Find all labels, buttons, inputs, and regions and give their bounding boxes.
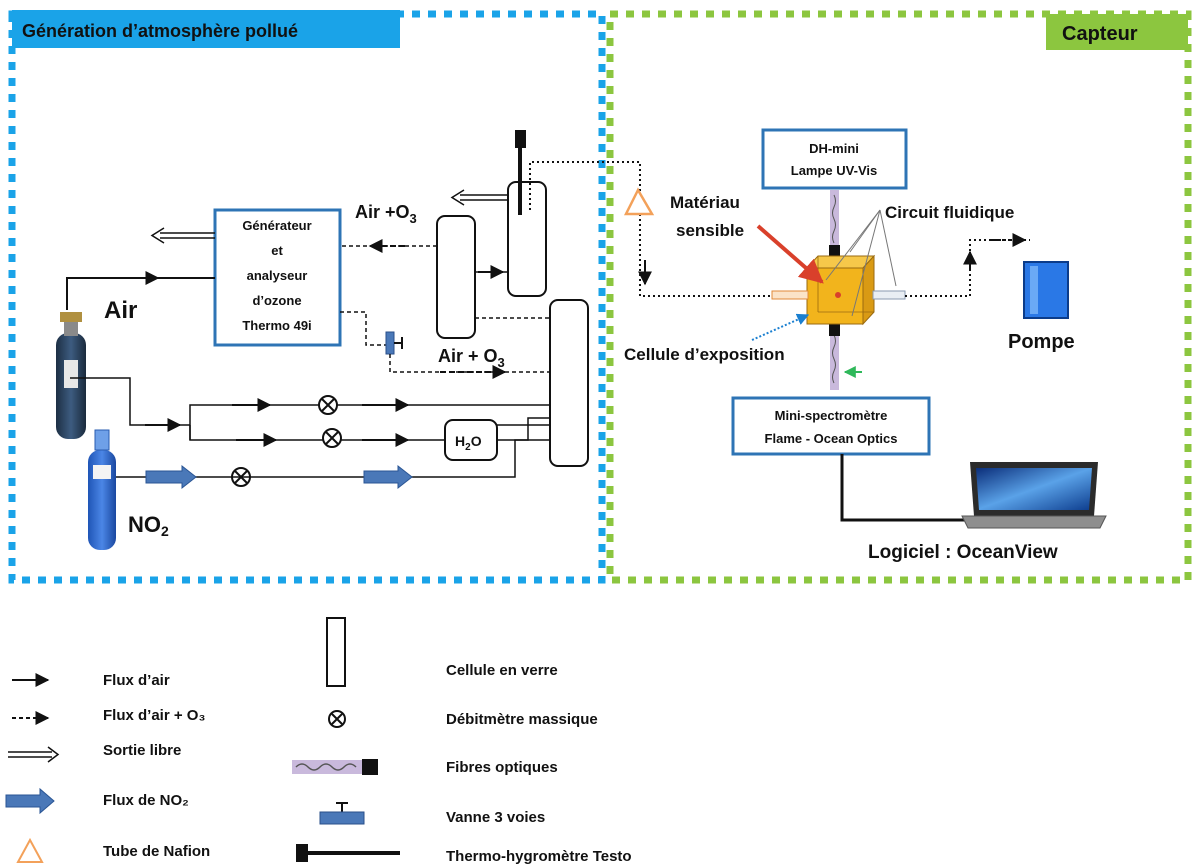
thermo-hygrometer-probe-head: [515, 130, 526, 148]
material-line-2: sensible: [676, 221, 744, 240]
legend-free-exit: Sortie libre: [103, 742, 181, 759]
air-cylinder-icon: [56, 312, 86, 439]
no2-cylinder-icon: [88, 429, 116, 550]
air-o3-mid-label: Air + O3: [438, 346, 505, 370]
lamp-box: [761, 128, 908, 190]
legend-no2-flow: Flux de NO₂: [103, 792, 189, 809]
fluidic-circuit-label: Circuit fluidique: [885, 203, 1014, 222]
svg-text:d’ozone: d’ozone: [252, 293, 301, 308]
legend-thermo-hygrometer: Thermo-hygromètre Testo: [446, 848, 632, 865]
pump-icon: [1023, 261, 1069, 319]
sensor-header: Capteur: [1062, 23, 1138, 45]
legend-valve: Vanne 3 voies: [446, 809, 545, 826]
no2-flow-arrow: [145, 464, 197, 490]
no2-label: NO2: [128, 512, 169, 539]
optical-fiber-icon: [292, 760, 362, 774]
flowmeter-icon: [322, 428, 342, 448]
pollution-header-bg: [12, 10, 400, 48]
water-label: H2O: [455, 433, 482, 453]
legend-nafion: Tube de Nafion: [103, 843, 210, 860]
glass-cell-3: [549, 299, 589, 467]
valve-icon: [319, 802, 365, 825]
sensor-header-bg: [1046, 14, 1188, 50]
legend-mass-flowmeter: Débitmètre massique: [446, 711, 598, 728]
legend-air-flow: Flux d’air: [103, 672, 170, 689]
svg-text:et: et: [271, 243, 283, 258]
air-o3-top-label: Air +O3: [355, 202, 417, 226]
sensor-section-frame: [606, 10, 1192, 584]
glass-cell-1: [436, 215, 476, 339]
three-way-valve-icon: [385, 331, 403, 355]
thermo-hygrometer-icon: [296, 844, 308, 862]
flowmeter-icon: [318, 395, 338, 415]
pump-label: Pompe: [1008, 331, 1075, 353]
exposure-cell-cube: [805, 254, 876, 326]
svg-text:Thermo 49i: Thermo 49i: [242, 318, 311, 333]
nafion-tube-icon: [623, 187, 655, 216]
glass-cell-2: [507, 181, 547, 297]
nafion-icon: [16, 837, 44, 863]
laptop-icon: [961, 462, 1107, 529]
ozone-generator-text: Générateur et analyseur d’ozone Thermo 4…: [242, 218, 311, 333]
spectrometer-box: [731, 396, 931, 456]
lamp-line-2: Lampe UV-Vis: [791, 163, 877, 178]
spectrometer-line-1: Mini-spectromètre: [775, 408, 888, 423]
lamp-line-1: DH-mini: [809, 141, 859, 156]
exposure-cell-label: Cellule d’exposition: [624, 345, 785, 364]
air-label: Air: [104, 297, 137, 324]
legend: Flux d’air Flux d’air + O₃ Sortie libre …: [5, 617, 632, 865]
spectrometer-line-2: Flame - Ocean Optics: [765, 431, 898, 446]
pollution-header: Génération d’atmosphère pollué: [22, 21, 298, 41]
legend-glass-cell: Cellule en verre: [446, 662, 558, 679]
no2-flow-arrow: [363, 464, 413, 490]
svg-text:Générateur: Générateur: [242, 218, 311, 233]
material-line-1: Matériau: [670, 193, 740, 212]
software-label: Logiciel : OceanView: [868, 542, 1058, 563]
legend-air-o3-flow: Flux d’air + O₃: [103, 707, 205, 724]
glass-cell-icon: [326, 617, 346, 687]
legend-optical-fibers: Fibres optiques: [446, 759, 558, 776]
svg-text:analyseur: analyseur: [247, 268, 308, 283]
